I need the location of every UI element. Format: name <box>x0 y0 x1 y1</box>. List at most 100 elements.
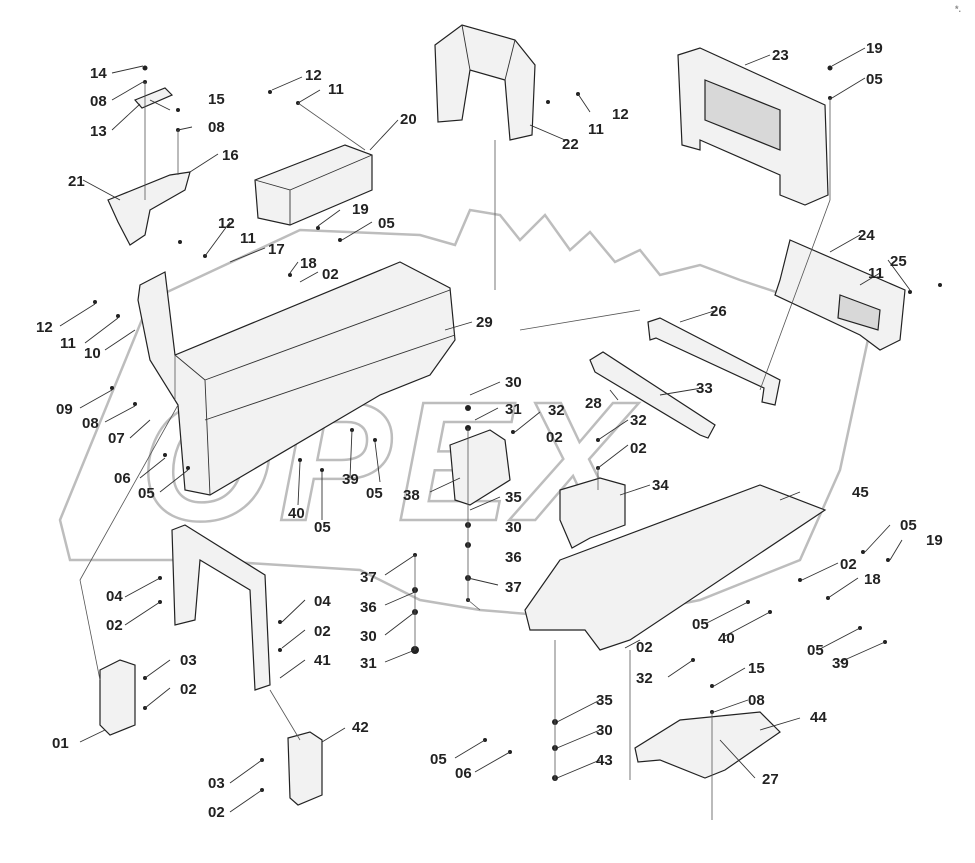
part-21-bracket <box>107 171 191 246</box>
callout-32: 32 <box>630 412 647 429</box>
callout-11: 11 <box>60 335 76 352</box>
callout-41: 41 <box>314 652 331 669</box>
callout-15: 15 <box>748 660 765 677</box>
callout-09: 09 <box>56 401 73 418</box>
part-45-plate <box>524 484 827 651</box>
callout-05: 05 <box>138 485 155 502</box>
part-22-shield <box>434 24 536 141</box>
callout-40: 40 <box>288 505 305 522</box>
callout-40: 40 <box>718 630 735 647</box>
callout-02: 02 <box>106 617 123 634</box>
callout-22: 22 <box>562 136 579 153</box>
callout-33: 33 <box>696 380 713 397</box>
part-01-bracket <box>99 659 136 736</box>
callout-04: 04 <box>106 588 123 605</box>
callout-08: 08 <box>208 119 225 136</box>
callout-25: 25 <box>890 253 907 270</box>
callout-06: 06 <box>114 470 131 487</box>
callout-02: 02 <box>546 429 563 446</box>
callout-05: 05 <box>900 517 917 534</box>
callout-02: 02 <box>208 804 225 821</box>
callout-32: 32 <box>636 670 653 687</box>
callout-11: 11 <box>868 265 884 282</box>
corner-mark: *. <box>955 4 961 14</box>
callout-02: 02 <box>314 623 331 640</box>
callout-34: 34 <box>652 477 669 494</box>
callout-14: 14 <box>90 65 107 82</box>
callout-labels: 14 08 13 15 08 16 21 12 11 20 12 11 22 2… <box>36 40 943 821</box>
callout-12: 12 <box>612 106 629 123</box>
callout-16: 16 <box>222 147 239 164</box>
callout-42: 42 <box>352 719 369 736</box>
callout-30: 30 <box>505 519 522 536</box>
part-44-bar <box>634 711 781 779</box>
callout-02: 02 <box>630 440 647 457</box>
callout-05: 05 <box>807 642 824 659</box>
callout-31: 31 <box>360 655 377 672</box>
callout-39: 39 <box>342 471 359 488</box>
callout-30: 30 <box>596 722 613 739</box>
callout-05: 05 <box>366 485 383 502</box>
callout-06: 06 <box>455 765 472 782</box>
callout-12: 12 <box>218 215 235 232</box>
callout-11: 11 <box>328 81 344 98</box>
callout-08: 08 <box>748 692 765 709</box>
callout-12: 12 <box>305 67 322 84</box>
callout-05: 05 <box>378 215 395 232</box>
callout-04: 04 <box>314 593 331 610</box>
callout-35: 35 <box>505 489 522 506</box>
callout-05: 05 <box>692 616 709 633</box>
callout-35: 35 <box>596 692 613 709</box>
callout-26: 26 <box>710 303 727 320</box>
part-34-bracket <box>559 477 626 549</box>
callout-18: 18 <box>864 571 881 588</box>
callout-15: 15 <box>208 91 225 108</box>
callout-05: 05 <box>430 751 447 768</box>
callout-30: 30 <box>360 628 377 645</box>
callout-44: 44 <box>810 709 827 726</box>
callout-03: 03 <box>208 775 225 792</box>
callout-37: 37 <box>505 579 522 596</box>
callout-11: 11 <box>588 121 604 138</box>
callout-21: 21 <box>68 173 85 190</box>
leader-lines <box>59 47 911 813</box>
callout-12: 12 <box>36 319 53 336</box>
callout-37: 37 <box>360 569 377 586</box>
callout-02: 02 <box>322 266 339 283</box>
callout-31: 31 <box>505 401 522 418</box>
part-13-plate <box>133 87 174 109</box>
callout-36: 36 <box>360 599 377 616</box>
callout-02: 02 <box>180 681 197 698</box>
callout-23: 23 <box>772 47 789 64</box>
callout-08: 08 <box>90 93 107 110</box>
callout-13: 13 <box>90 123 107 140</box>
callout-19: 19 <box>866 40 883 57</box>
callout-05: 05 <box>314 519 331 536</box>
callout-02: 02 <box>840 556 857 573</box>
callout-03: 03 <box>180 652 197 669</box>
callout-01: 01 <box>52 735 69 752</box>
callout-36: 36 <box>505 549 522 566</box>
callout-38: 38 <box>403 487 420 504</box>
part-42-bracket <box>287 731 323 806</box>
callout-19: 19 <box>352 201 369 218</box>
part-29-chassis <box>137 261 456 496</box>
callout-18: 18 <box>300 255 317 272</box>
assembly-lines <box>79 82 831 820</box>
callout-10: 10 <box>84 345 101 362</box>
callout-02: 02 <box>636 639 653 656</box>
callout-29: 29 <box>476 314 493 331</box>
callout-17: 17 <box>268 241 285 258</box>
callout-24: 24 <box>858 227 875 244</box>
callout-20: 20 <box>400 111 417 128</box>
callout-11: 11 <box>240 230 256 247</box>
part-20-cover <box>254 144 373 226</box>
callout-45: 45 <box>852 484 869 501</box>
callout-28: 28 <box>585 395 602 412</box>
part-38-mount <box>449 429 511 506</box>
callout-08: 08 <box>82 415 99 432</box>
callout-43: 43 <box>596 752 613 769</box>
callout-07: 07 <box>108 430 125 447</box>
